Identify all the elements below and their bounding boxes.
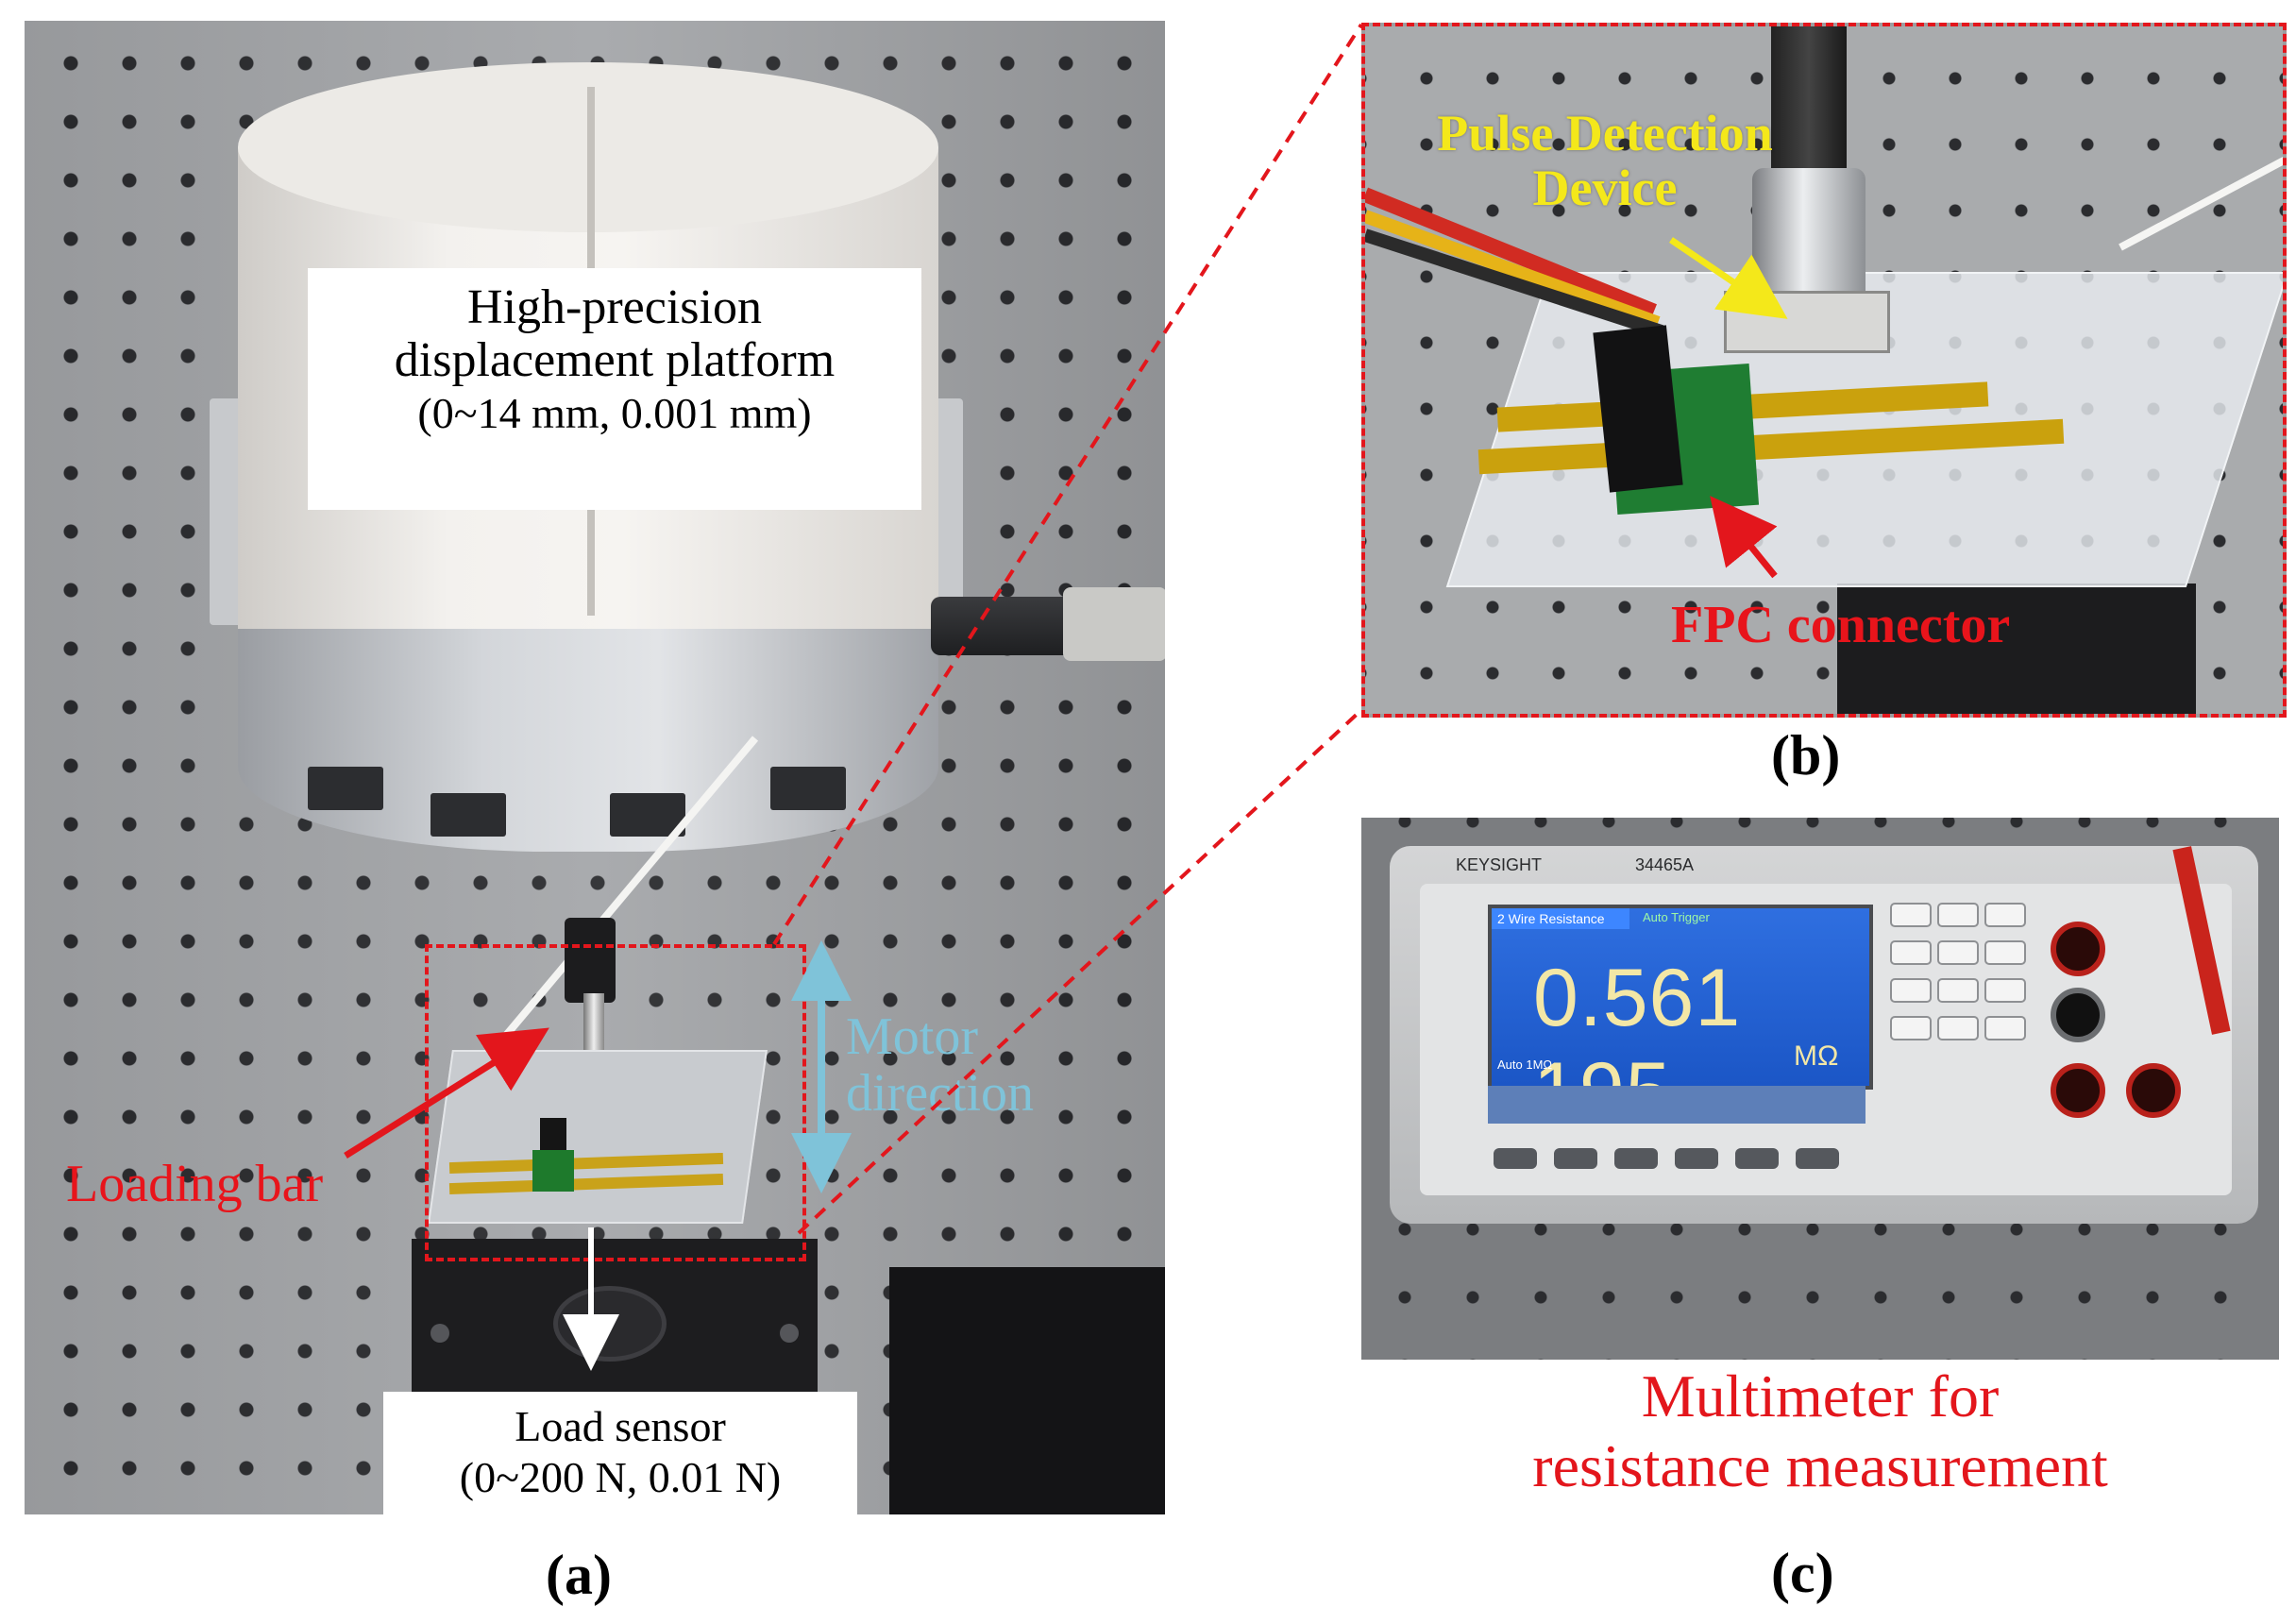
load-sensor-label-box: Load sensor (0~200 N, 0.01 N)	[383, 1392, 857, 1514]
load-sensor-spec: (0~200 N, 0.01 N)	[459, 1453, 782, 1501]
softkey	[1796, 1148, 1839, 1169]
load-sensor-title: Load sensor	[515, 1402, 726, 1450]
softkey	[1675, 1148, 1718, 1169]
loading-bar-arrow	[344, 1027, 549, 1159]
photo-multimeter: KEYSIGHT 34465A 2 Wire Resistance Auto T…	[1361, 818, 2279, 1360]
loading-bar-label: Loading bar	[66, 1155, 324, 1213]
softkey	[1735, 1148, 1779, 1169]
multimeter-brand: KEYSIGHT	[1456, 855, 1543, 874]
platform-title-line1: High-precision	[467, 280, 762, 334]
caption-c: (c)	[1771, 1542, 1834, 1604]
displacement-platform-base-ring	[238, 629, 938, 852]
pulse-device-arrow	[1669, 237, 1788, 319]
softkey	[1554, 1148, 1597, 1169]
multimeter-caption-line1: Multimeter for	[1641, 1362, 2000, 1429]
input-jack	[2051, 922, 2105, 976]
loading-shaft	[565, 918, 616, 1003]
fpc-connector-arrow	[1710, 496, 1778, 579]
display-trigger: Auto Trigger	[1643, 910, 1710, 924]
multimeter-caption-line2: resistance measurement	[1532, 1432, 2108, 1499]
multimeter-caption: Multimeter for resistance measurement	[1361, 1362, 2279, 1501]
photo-test-setup: High-precision displacement platform (0~…	[25, 21, 1165, 1514]
display-range: Auto 1MΩ	[1497, 1057, 1553, 1072]
caption-a: (a)	[546, 1544, 612, 1606]
input-jack	[2051, 988, 2105, 1042]
input-jack	[2051, 1063, 2105, 1118]
softkey	[1494, 1148, 1537, 1169]
loading-bar	[583, 993, 604, 1059]
pulse-detection-line1: Pulse Detection	[1437, 105, 1773, 161]
display-mode: 2 Wire Resistance	[1492, 908, 1629, 929]
motor-direction-line1: Motor	[846, 1007, 978, 1066]
motor-direction-line2: direction	[846, 1064, 1035, 1123]
softkey	[1614, 1148, 1658, 1169]
softkey-label-bar	[1488, 1086, 1866, 1124]
caption-b: (b)	[1771, 724, 1841, 787]
platform-title-line2: displacement platform	[394, 333, 836, 387]
platform-spec: (0~14 mm, 0.001 mm)	[417, 389, 812, 437]
resistance-unit: MΩ	[1794, 1040, 1839, 1072]
fpc-connector-label: FPC connector	[1671, 596, 2011, 654]
pulse-detection-line2: Device	[1532, 160, 1678, 216]
input-jack	[2126, 1063, 2181, 1118]
multimeter-model: 34465A	[1635, 855, 1695, 874]
platform-label-box: High-precision displacement platform (0~…	[308, 268, 921, 510]
zoom-callout-line-bottom	[797, 708, 1363, 1235]
motor-direction-label: Motor direction	[846, 1008, 1034, 1122]
photo-zoom-detail	[1361, 23, 2287, 718]
pulse-detection-label: Pulse Detection Device	[1388, 106, 1822, 215]
zoom-callout-line-top	[772, 23, 1363, 946]
